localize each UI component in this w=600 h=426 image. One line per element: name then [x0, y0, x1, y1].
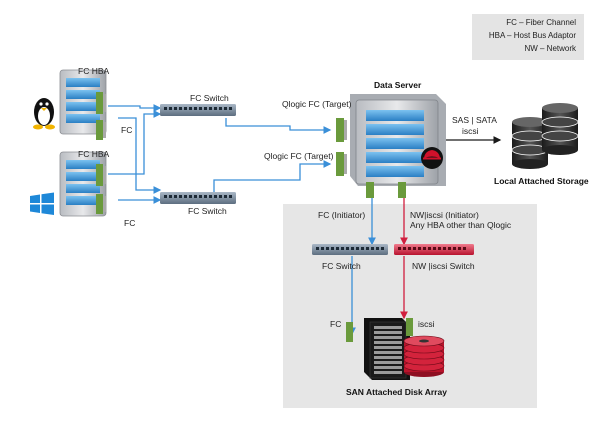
label-fc-initiator: FC (Initiator): [318, 210, 365, 220]
host-server-windows: [59, 151, 107, 217]
network-switch-icon: [394, 244, 474, 255]
label-sas-sata: SAS | SATA: [452, 115, 497, 125]
label-fc-switch-san: FC Switch: [322, 261, 361, 271]
label-local-storage: Local Attached Storage: [494, 176, 589, 186]
database-icon: [511, 103, 579, 169]
label-nw-initiator-2: Any HBA other than Qlogic: [410, 220, 512, 230]
label-fc-switch-bottom: FC Switch: [188, 206, 227, 216]
legend-nw: NW – Network: [524, 44, 576, 53]
label-fc-top: FC: [121, 125, 132, 135]
network-switch-icon: [160, 104, 236, 116]
label-fc-hba-bottom: FC HBA: [78, 149, 110, 159]
label-nw-initiator-1: NW|iscsi (Initiator): [410, 210, 479, 220]
network-switch-icon: [312, 244, 388, 255]
legend-hba: HBA – Host Bus Adaptor: [488, 31, 576, 40]
label-san-array: SAN Attached Disk Array: [346, 387, 447, 397]
label-fc-san: FC: [330, 319, 341, 329]
label-fc-switch-top: FC Switch: [190, 93, 229, 103]
label-fc-bottom: FC: [124, 218, 135, 228]
hba-card-icon: [96, 92, 106, 140]
label-nw-iscsi-switch: NW |iscsi Switch: [412, 261, 475, 271]
network-switch-icon: [160, 192, 236, 204]
data-server: [350, 94, 446, 186]
label-fc-hba-top: FC HBA: [78, 66, 110, 76]
redhat-logo-icon: [421, 147, 443, 169]
label-data-server: Data Server: [374, 80, 422, 90]
label-qlogic-target-2: Qlogic FC (Target): [264, 151, 334, 161]
windows-logo-icon: [30, 192, 54, 215]
hba-card-icon: [346, 318, 413, 342]
host-server-linux: [59, 69, 107, 135]
label-iscsi-san: iscsi: [418, 319, 435, 329]
legend-fc: FC – Fiber Channel: [506, 18, 576, 27]
legend: FC – Fiber Channel HBA – Host Bus Adapto…: [472, 14, 584, 60]
label-iscsi-top: iscsi: [462, 126, 479, 136]
disk-array-icon: [364, 318, 445, 380]
label-qlogic-target-1: Qlogic FC (Target): [282, 99, 352, 109]
linux-tux-icon: [33, 98, 55, 130]
hba-card-icon: [336, 118, 406, 198]
hba-card-icon: [96, 164, 106, 214]
